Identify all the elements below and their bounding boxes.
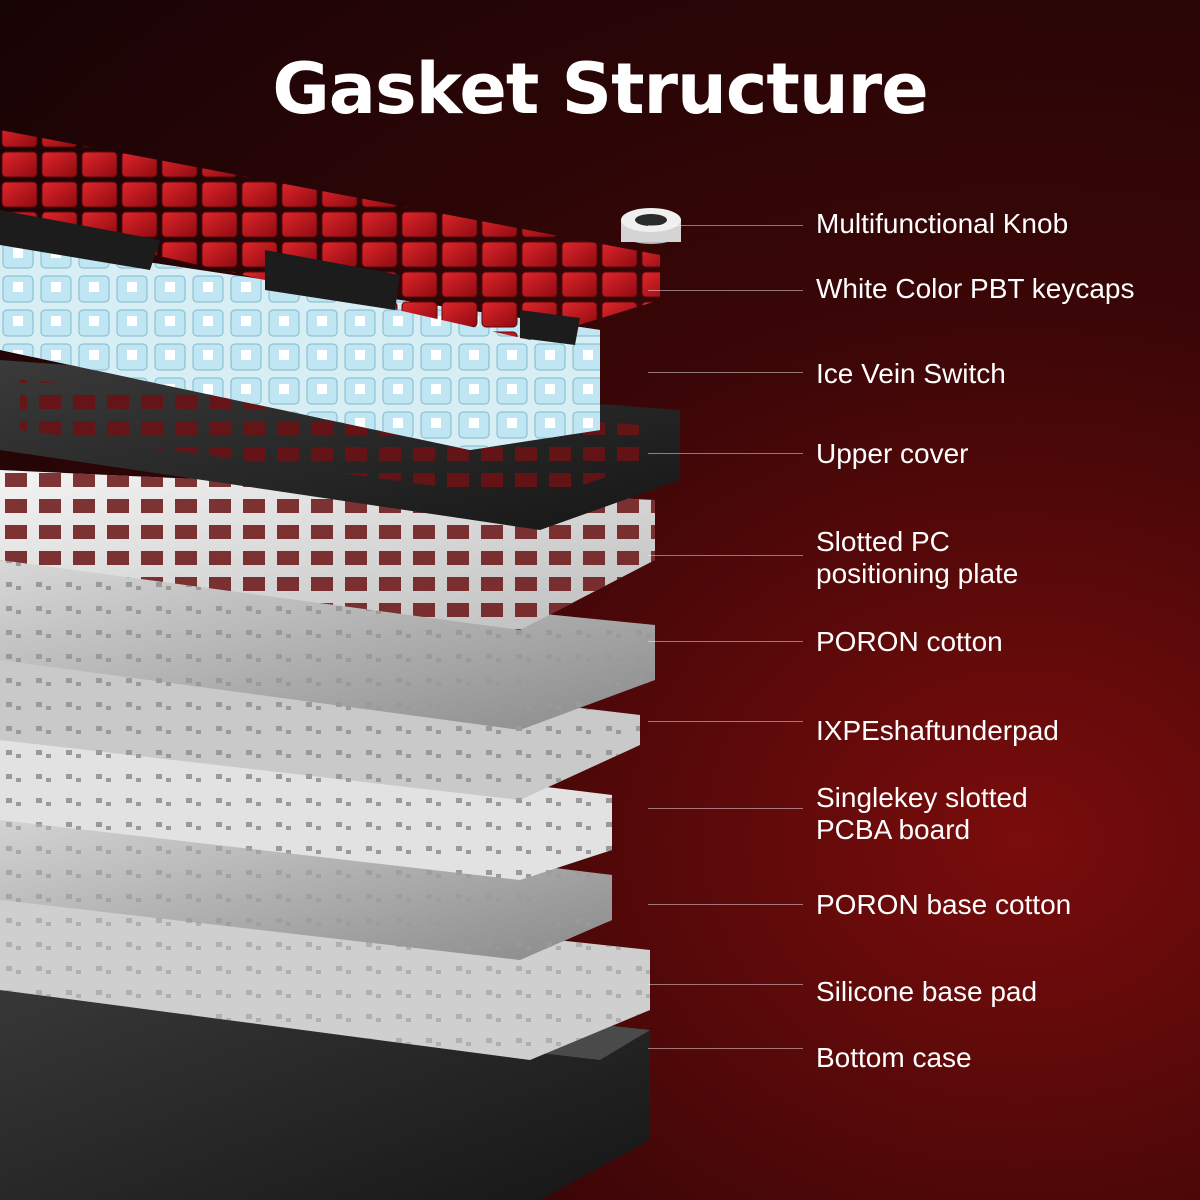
leader-line xyxy=(648,225,803,226)
label-upper-cover: Upper cover xyxy=(816,438,969,469)
poron-base-cotton-layer xyxy=(0,800,612,960)
label-pcba-board-line1: Singlekey slotted xyxy=(816,782,1028,813)
keycaps-layer xyxy=(0,130,660,345)
leader-line xyxy=(648,372,803,373)
page-title: Gasket Structure xyxy=(272,48,928,130)
knob-icon xyxy=(621,208,681,244)
callout-poron-base-cotton: PORON base cotton xyxy=(648,871,1200,941)
callout-pbt-keycaps: White Color PBT keycaps xyxy=(648,255,1200,325)
pcba-board-layer xyxy=(0,720,612,880)
leader-line xyxy=(648,721,803,722)
label-slotted-pc-plate-line2: positioning plate xyxy=(816,558,1019,589)
poron-cotton-layer xyxy=(0,560,655,730)
label-ixpe-pad: IXPEshaftunderpad xyxy=(816,715,1059,746)
callout-pcba-board: Singlekey slotted PCBA board xyxy=(648,764,1200,854)
callout-slotted-pc-plate: Slotted PC positioning plate xyxy=(648,508,1200,598)
callout-silicone-base-pad: Silicone base pad xyxy=(648,958,1200,1028)
callout-ixpe-pad: IXPEshaftunderpad xyxy=(648,697,1200,767)
callout-bottom-case: Bottom case xyxy=(648,1024,1200,1094)
label-poron-cotton: PORON cotton xyxy=(816,626,1003,657)
label-pcba-board-line2: PCBA board xyxy=(816,814,971,845)
label-bottom-case: Bottom case xyxy=(816,1042,972,1073)
leader-line xyxy=(648,808,803,809)
silicone-base-pad-layer xyxy=(0,880,650,1060)
label-slotted-pc-plate-line1: Slotted PC xyxy=(816,526,950,557)
switch-layer xyxy=(0,240,600,450)
label-ice-vein-switch: Ice Vein Switch xyxy=(816,358,1006,389)
label-silicone-base-pad: Silicone base pad xyxy=(816,976,1038,1007)
callout-upper-cover: Upper cover xyxy=(648,420,1200,490)
leader-line xyxy=(648,555,803,556)
leader-line xyxy=(648,1048,803,1049)
leader-line xyxy=(648,904,803,905)
callout-poron-cotton: PORON cotton xyxy=(648,608,1200,678)
leader-line xyxy=(648,290,803,291)
leader-line xyxy=(648,984,803,985)
label-multifunctional-knob: Multifunctional Knob xyxy=(816,208,1069,239)
callout-ice-vein-switch: Ice Vein Switch xyxy=(648,340,1200,410)
label-poron-base-cotton: PORON base cotton xyxy=(816,889,1072,920)
leader-line xyxy=(648,641,803,642)
label-pbt-keycaps: White Color PBT keycaps xyxy=(816,273,1135,304)
callout-multifunctional-knob: Multifunctional Knob xyxy=(648,190,1200,260)
leader-line xyxy=(648,453,803,454)
